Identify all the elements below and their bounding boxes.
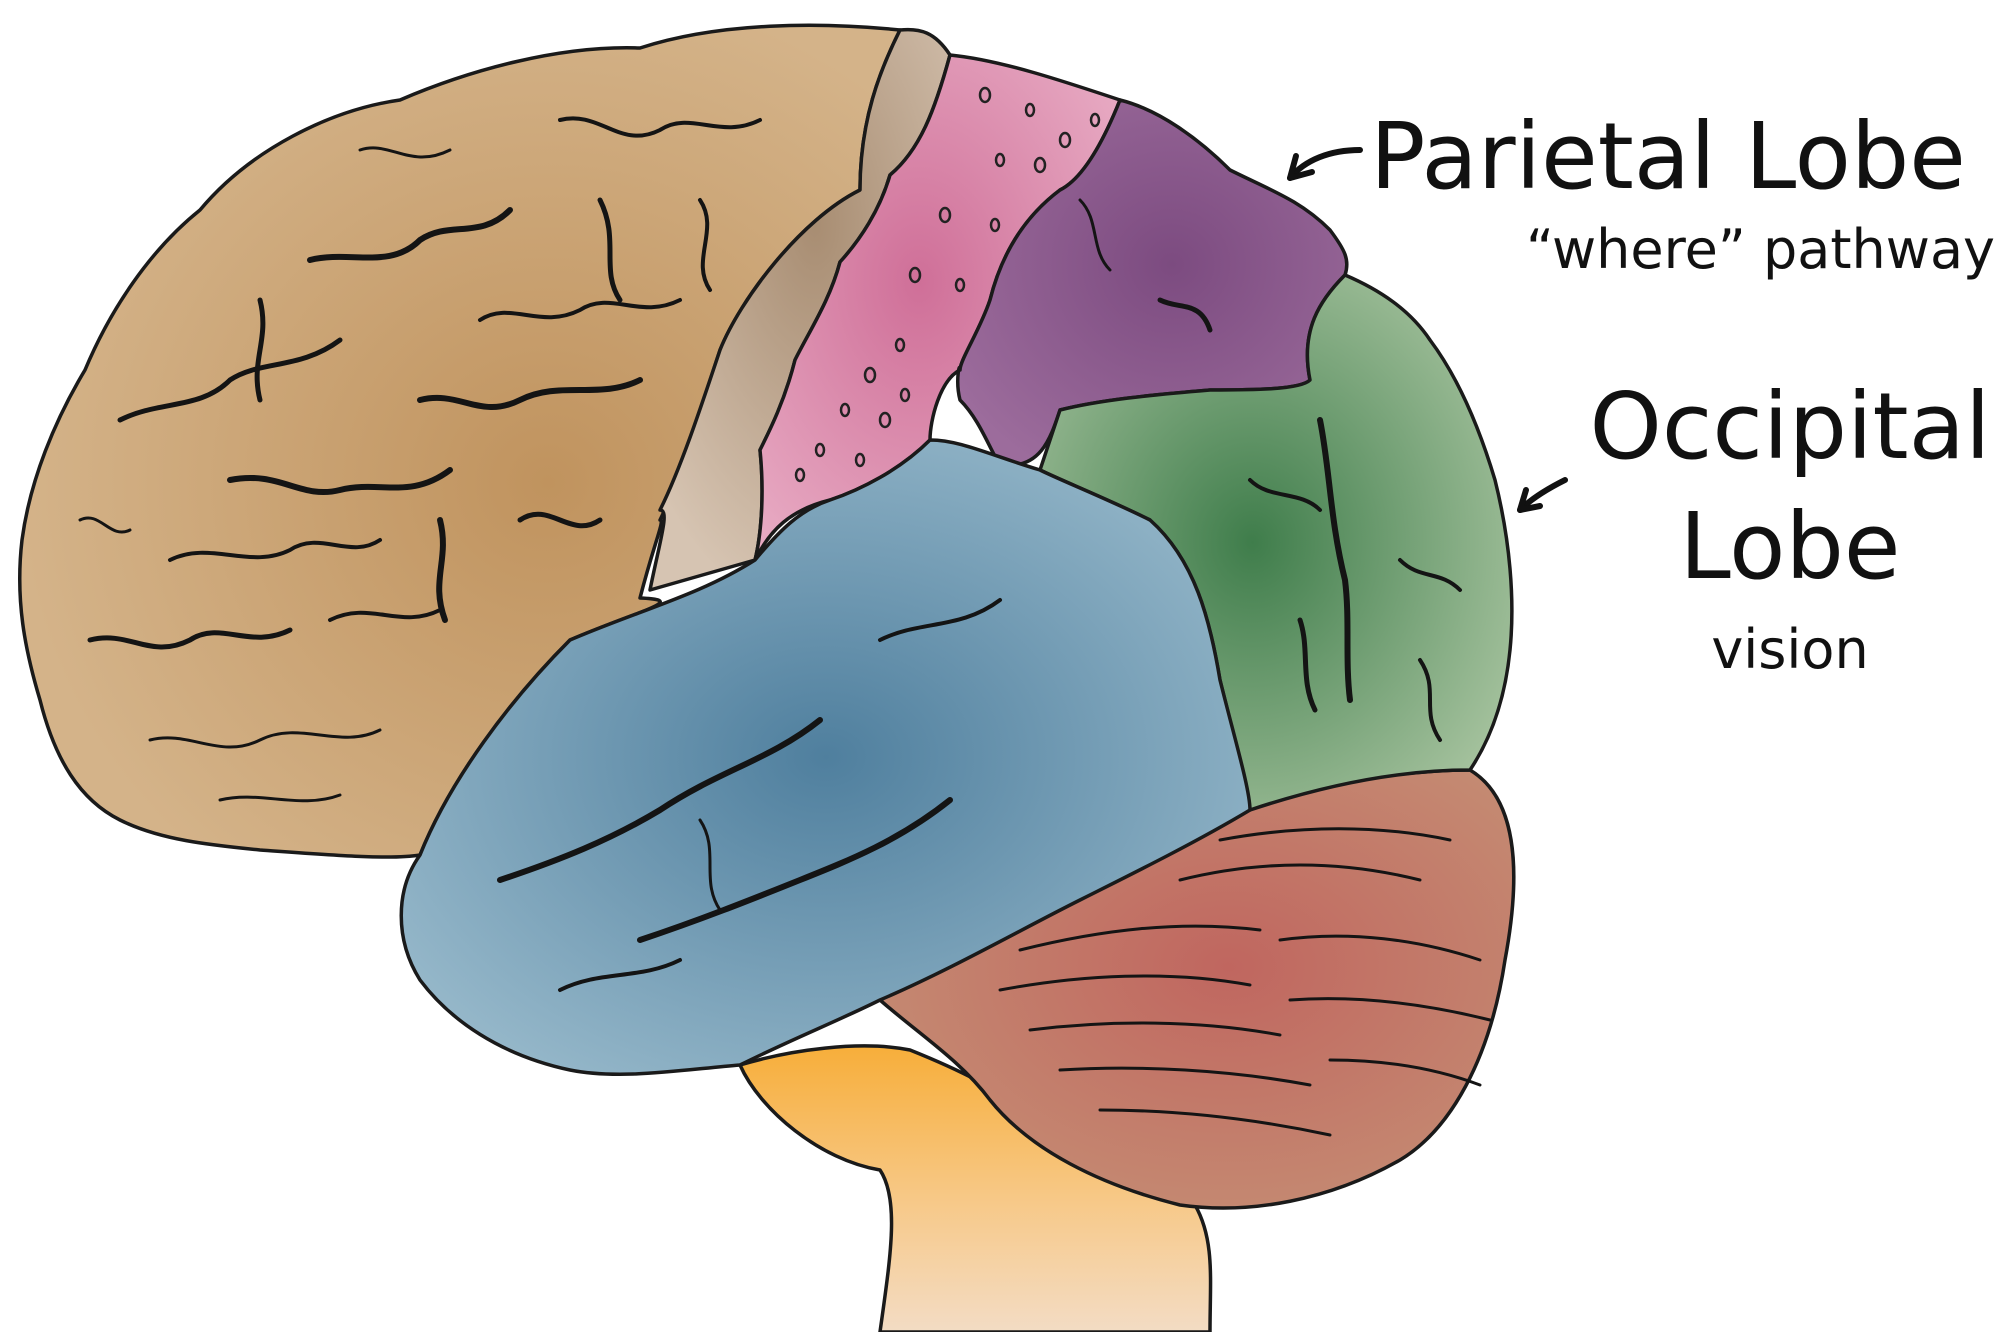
parietal-arrow [1290,150,1360,178]
parietal-lobe-title: Parietal Lobe [1370,103,1966,210]
parietal-lobe-subtitle: “where” pathway [1526,218,1995,281]
occipital-lobe-subtitle: vision [1711,618,1868,681]
occipital-lobe-title-line1: Occipital [1589,373,1990,480]
occipital-arrow [1520,480,1565,510]
occipital-lobe-title-line2: Lobe [1680,493,1901,600]
